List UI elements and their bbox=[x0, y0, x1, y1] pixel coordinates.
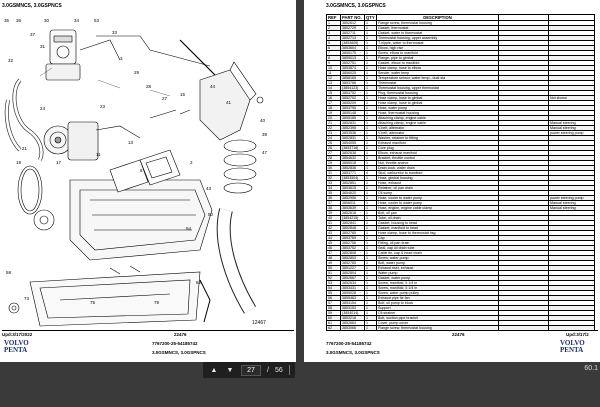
footer-rule bbox=[2, 330, 294, 331]
callout-label: 27 bbox=[162, 96, 168, 101]
callout-label: 73 bbox=[24, 296, 30, 301]
page-number-input[interactable] bbox=[241, 364, 261, 376]
callout-label: 13 bbox=[128, 140, 134, 145]
callout-label: 37 bbox=[30, 32, 36, 37]
chevron-up-icon[interactable]: ▲ bbox=[210, 366, 218, 374]
footer-rule bbox=[326, 330, 598, 331]
callout-label: 21 bbox=[22, 146, 28, 151]
callout-label: 11 bbox=[96, 152, 101, 157]
diagram-id: 12467 bbox=[252, 320, 266, 326]
footer-model: 3.0GSMNCS, 3.0GSPNCS bbox=[326, 350, 380, 355]
footer-updated: Upd:3/17/2022 bbox=[2, 332, 33, 337]
callout-label: 35 bbox=[4, 18, 10, 23]
callout-label: 17 bbox=[56, 160, 62, 165]
callout-label: 29 bbox=[134, 70, 140, 75]
callout-label: 40 bbox=[260, 118, 266, 123]
callout-label: 19 bbox=[16, 160, 22, 165]
callout-label: 15 bbox=[180, 92, 186, 97]
column-header-part-no: PART NO. bbox=[340, 14, 365, 21]
volvo-penta-logo: VOLVO PENTA bbox=[560, 340, 585, 353]
callout-label: 30 bbox=[44, 18, 50, 23]
footer-model: 3.0GSMNCS, 3.0GSPNCS bbox=[152, 350, 206, 355]
chevron-down-icon[interactable]: ▼ bbox=[226, 366, 234, 374]
volvo-penta-logo: VOLVO PENTA bbox=[4, 340, 29, 353]
callout-label: 53 bbox=[94, 18, 100, 23]
callout-label: 28 bbox=[146, 84, 152, 89]
page-header: 3.0GSMNCS, 3.0GSPNCS bbox=[2, 3, 62, 9]
logo-line-2: PENTA bbox=[560, 345, 584, 354]
footer-updated: Upd:3/17/2 bbox=[566, 332, 589, 337]
page-navigation: ▲ ▼ / 56 bbox=[203, 362, 296, 378]
logo-line-1: VOLVO bbox=[4, 339, 29, 347]
footer-page-number: 22476 bbox=[174, 332, 187, 337]
callout-label: 75 bbox=[90, 300, 96, 305]
callout-label: 44 bbox=[210, 84, 216, 89]
page-left: 3.0GSMNCS, 3.0GSPNCS bbox=[0, 0, 296, 362]
page-separator: / bbox=[267, 366, 269, 374]
zoom-level[interactable]: 60.1 bbox=[584, 365, 598, 372]
callout-label: 8 bbox=[140, 168, 143, 173]
callout-label: 50 bbox=[208, 212, 214, 217]
footer-doc-number: 7767200-25-54185742 bbox=[152, 341, 198, 346]
logo-line-2: PENTA bbox=[4, 345, 28, 354]
callout-label: 47 bbox=[262, 150, 268, 155]
callout-label: 34 bbox=[74, 18, 80, 23]
callout-label: 39 bbox=[262, 132, 268, 137]
total-pages: 56 bbox=[274, 366, 283, 374]
callout-label: 33 bbox=[112, 30, 118, 35]
callout-label: 62 bbox=[196, 280, 202, 285]
callout-label: 79 bbox=[154, 300, 160, 305]
footer-page-number: 22476 bbox=[452, 332, 465, 337]
exploded-parts-diagram bbox=[4, 29, 264, 327]
callout-label: 3 bbox=[120, 56, 123, 61]
callout-label: 36 bbox=[16, 18, 22, 23]
footer-doc-number: 7767200-25-54185742 bbox=[326, 341, 372, 346]
callout-label: 32 bbox=[8, 58, 14, 63]
table-header-row: REF PART NO. QTY DESCRIPTION bbox=[326, 14, 595, 21]
toolbar-divider bbox=[288, 365, 290, 375]
callout-label: 43 bbox=[206, 186, 212, 191]
logo-line-1: VOLVO bbox=[560, 339, 585, 347]
callout-label: 31 bbox=[40, 44, 46, 49]
callout-label: 24 bbox=[40, 106, 46, 111]
callout-label: 54 bbox=[186, 226, 192, 231]
callout-label: 41 bbox=[226, 100, 232, 105]
page-right: 3.0GSMNCS, 3.0GSPNCS REF PART NO. QTY DE… bbox=[304, 0, 600, 362]
page-header: 3.0GSMNCS, 3.0GSPNCS bbox=[326, 3, 386, 9]
callout-label: 23 bbox=[100, 104, 106, 109]
callout-label: 58 bbox=[6, 270, 12, 275]
callout-label: 2 bbox=[190, 160, 193, 165]
column-header-qty: QTY bbox=[364, 14, 377, 21]
viewer-toolbar: ▲ ▼ / 56 60.1 bbox=[0, 362, 600, 407]
